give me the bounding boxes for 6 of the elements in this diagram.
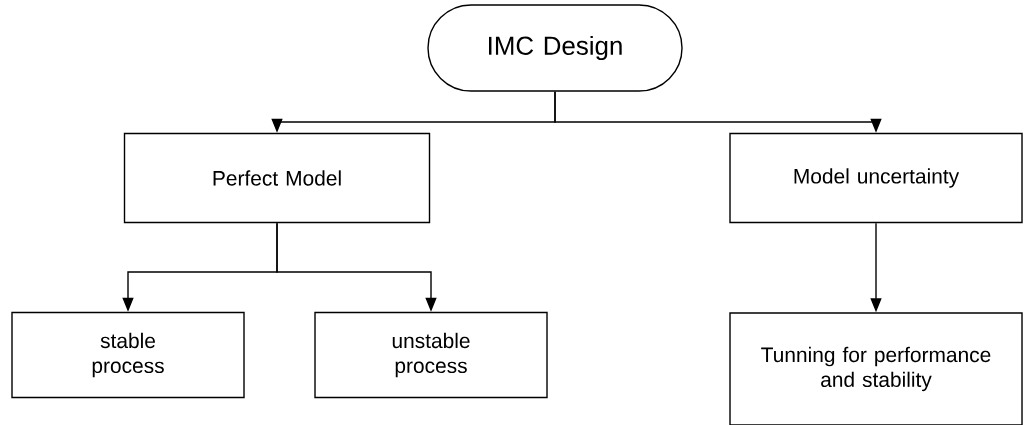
process-box: unstable process [314,311,548,399]
process-box: stable process [11,311,245,399]
process-box: Model uncertainty [729,132,1023,224]
start-terminal: IMC Design [427,4,683,92]
process-box: Perfect Model [123,132,431,224]
process-box: Tunning for performance and stability [729,312,1023,425]
